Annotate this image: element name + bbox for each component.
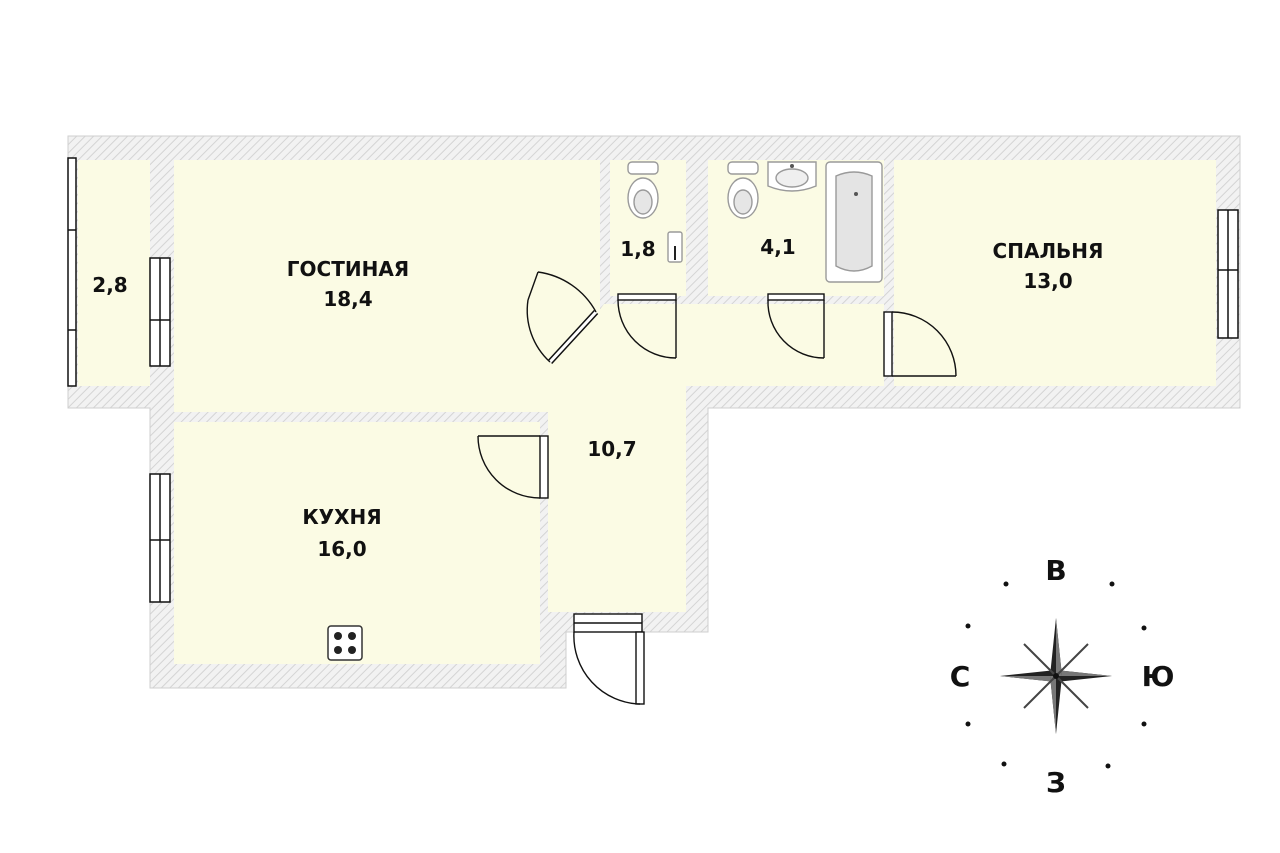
compass-rose-icon bbox=[1000, 618, 1112, 734]
doors bbox=[477, 271, 957, 705]
compass: В З С Ю bbox=[950, 554, 1175, 799]
hall-area: 10,7 bbox=[587, 437, 636, 461]
windows bbox=[67, 157, 1239, 603]
door-bedroom bbox=[883, 311, 957, 377]
compass-left-label: С bbox=[950, 660, 971, 693]
door-bathroom bbox=[767, 293, 825, 359]
compass-bottom-label: З bbox=[1046, 766, 1066, 799]
door-wc bbox=[617, 293, 677, 359]
sink-icon bbox=[667, 231, 683, 263]
compass-dots bbox=[965, 581, 1147, 769]
door-living bbox=[526, 271, 599, 365]
toilet-icon bbox=[727, 161, 759, 219]
door-kitchen bbox=[477, 435, 549, 499]
room-kitchen bbox=[174, 422, 540, 664]
living-name: ГОСТИНАЯ bbox=[287, 257, 409, 281]
bathtub-icon bbox=[825, 161, 883, 283]
rooms bbox=[78, 160, 1216, 664]
compass-right-label: Ю bbox=[1142, 660, 1175, 693]
room-living bbox=[174, 160, 600, 412]
room-balcony bbox=[78, 160, 150, 386]
door-entrance bbox=[573, 613, 645, 705]
balcony-area: 2,8 bbox=[92, 273, 127, 297]
sink-icon bbox=[767, 161, 817, 192]
kitchen-name: КУХНЯ bbox=[302, 505, 381, 529]
room-hall bbox=[548, 304, 884, 612]
bedroom-area: 13,0 bbox=[1023, 269, 1072, 293]
bathroom-area: 4,1 bbox=[760, 235, 795, 259]
bedroom-name: СПАЛЬНЯ bbox=[993, 239, 1104, 263]
wc-area: 1,8 bbox=[620, 237, 655, 261]
kitchen-area: 16,0 bbox=[317, 537, 366, 561]
window-balcony bbox=[67, 157, 77, 387]
compass-top-label: В bbox=[1045, 554, 1066, 587]
room-bedroom bbox=[894, 160, 1216, 386]
living-area: 18,4 bbox=[323, 287, 372, 311]
toilet-icon bbox=[627, 161, 659, 219]
stove-icon bbox=[327, 625, 363, 661]
room-labels: 2,8 ГОСТИНАЯ 18,4 1,8 4,1 СПАЛЬНЯ 13,0 К… bbox=[92, 235, 1103, 561]
